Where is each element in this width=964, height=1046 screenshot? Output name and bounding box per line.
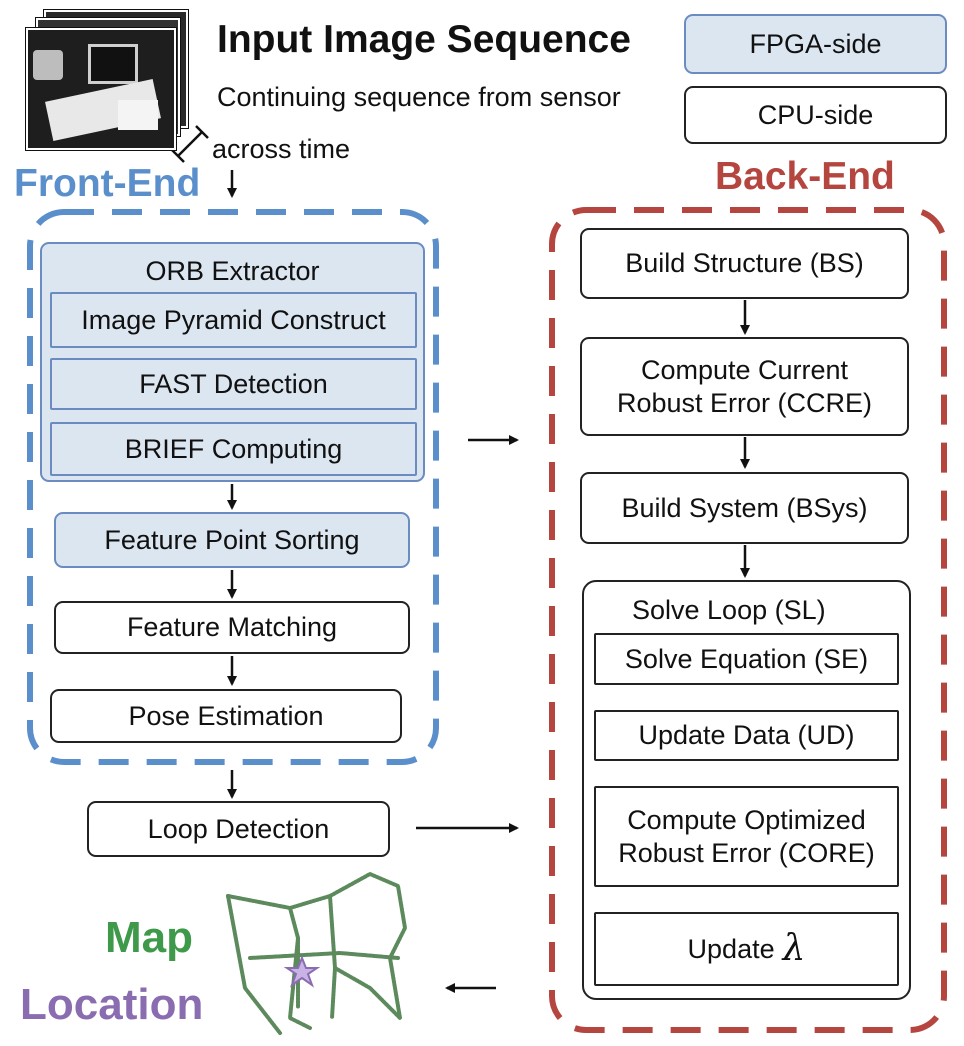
back-end-label: Back-End: [715, 155, 895, 198]
solve-loop-title: Solve Loop (SL): [632, 595, 826, 625]
front-end-label: Front-End: [14, 162, 201, 205]
update-lambda-label: Update: [687, 933, 775, 964]
loop-detection-box: Loop Detection: [87, 801, 390, 857]
core-box: Compute Optimized Robust Error (CORE): [594, 786, 899, 887]
lambda-symbol: λ: [782, 928, 806, 970]
brief-computing-step: BRIEF Computing: [50, 422, 417, 476]
time-bracket-icon: [171, 125, 209, 163]
build-structure-box: Build Structure (BS): [580, 228, 909, 299]
update-data-box: Update Data (UD): [594, 710, 899, 761]
input-image-stack: [20, 9, 190, 152]
legend-fpga-side: FPGA-side: [684, 14, 947, 74]
map-label: Map: [105, 913, 193, 962]
header-title: Input Image Sequence: [217, 18, 631, 61]
feature-point-sorting-box: Feature Point Sorting: [54, 512, 410, 568]
fast-detection-step: FAST Detection: [50, 358, 417, 410]
update-lambda-box: Update λ: [594, 912, 899, 986]
image-pyramid-step: Image Pyramid Construct: [50, 292, 417, 348]
feature-matching-box: Feature Matching: [54, 601, 410, 654]
location-star-icon: [283, 955, 321, 988]
back-end-group: [549, 207, 947, 1033]
ccre-line1: Compute Current: [640, 355, 849, 386]
location-label: Location: [20, 980, 204, 1029]
ccre-box: Compute Current Robust Error (CCRE): [580, 337, 909, 436]
front-end-group: [27, 209, 439, 765]
core-line2: Robust Error (CORE): [618, 837, 875, 868]
legend-cpu-side: CPU-side: [684, 86, 947, 144]
solve-equation-box: Solve Equation (SE): [594, 633, 899, 685]
trajectory-map-image: [226, 871, 408, 1035]
pose-estimation-box: Pose Estimation: [50, 689, 402, 743]
core-line1: Compute Optimized: [627, 805, 866, 836]
orb-extractor-title: ORB Extractor: [145, 256, 320, 286]
header-subtitle: Continuing sequence from sensor: [217, 82, 621, 112]
time-label: across time: [212, 134, 351, 164]
ccre-line2: Robust Error (CCRE): [616, 387, 873, 418]
build-system-box: Build System (BSys): [580, 472, 909, 544]
